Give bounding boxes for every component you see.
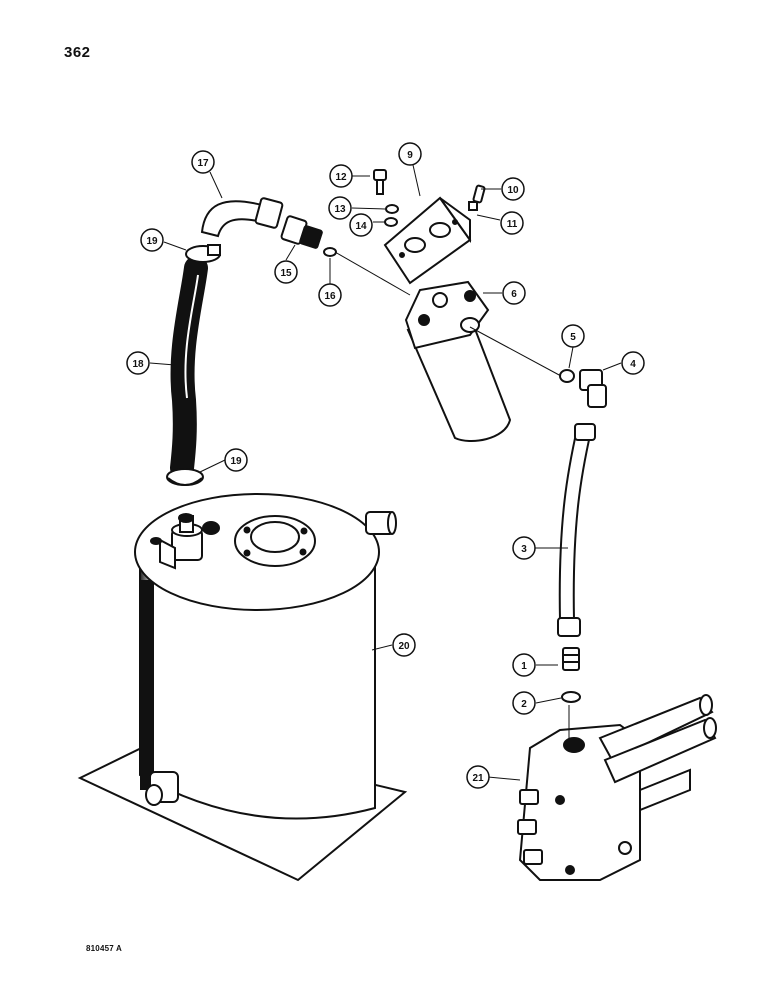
hose-clamp-upper bbox=[185, 244, 221, 263]
callout-9: 9 bbox=[398, 142, 422, 166]
tank-side-fitting bbox=[365, 511, 397, 535]
svg-text:17: 17 bbox=[197, 158, 209, 169]
elbow-pipe bbox=[200, 197, 284, 238]
filter-assembly bbox=[404, 280, 512, 442]
nut-11 bbox=[468, 201, 478, 211]
callout-6: 6 bbox=[502, 281, 526, 305]
callout-18: 18 bbox=[126, 351, 150, 375]
callout-21: 21 bbox=[466, 765, 490, 789]
reservoir-tank bbox=[77, 493, 408, 882]
svg-text:1: 1 bbox=[521, 661, 527, 672]
svg-text:18: 18 bbox=[132, 359, 144, 370]
callout-3: 3 bbox=[512, 536, 536, 560]
callout-1: 1 bbox=[512, 653, 536, 677]
washer-14 bbox=[384, 217, 398, 227]
svg-text:16: 16 bbox=[324, 291, 336, 302]
tank-outlet-fitting bbox=[145, 771, 179, 806]
svg-text:12: 12 bbox=[335, 172, 347, 183]
callout-16: 16 bbox=[318, 283, 342, 307]
svg-text:9: 9 bbox=[407, 150, 413, 161]
callout-14: 14 bbox=[349, 213, 373, 237]
tank-vent bbox=[202, 521, 220, 535]
svg-text:10: 10 bbox=[507, 185, 519, 196]
svg-text:21: 21 bbox=[472, 773, 484, 784]
svg-text:15: 15 bbox=[280, 268, 292, 279]
callout-19-lower: 19 bbox=[224, 448, 248, 472]
callout-2: 2 bbox=[512, 691, 536, 715]
callout-5: 5 bbox=[561, 324, 585, 348]
page-number: 362 bbox=[64, 44, 91, 61]
tank-filler-cap bbox=[234, 515, 316, 567]
svg-text:19: 19 bbox=[146, 236, 158, 247]
filter-bracket bbox=[383, 196, 472, 285]
hydraulic-tube bbox=[557, 423, 596, 637]
callout-4: 4 bbox=[621, 351, 645, 375]
callout-13: 13 bbox=[328, 196, 352, 220]
adapter-fitting bbox=[280, 215, 323, 249]
elbow-fitting-4 bbox=[579, 369, 607, 408]
washer-13 bbox=[385, 204, 399, 214]
svg-text:11: 11 bbox=[507, 219, 518, 230]
o-ring-5 bbox=[559, 369, 575, 383]
leader-lines bbox=[149, 164, 622, 781]
svg-text:19: 19 bbox=[230, 456, 242, 467]
callout-10: 10 bbox=[501, 177, 525, 201]
svg-text:6: 6 bbox=[511, 289, 517, 300]
svg-text:2: 2 bbox=[521, 699, 527, 710]
connector-fitting-1 bbox=[562, 647, 580, 671]
control-valve bbox=[517, 694, 717, 881]
o-ring-16 bbox=[323, 247, 337, 257]
bolt-10 bbox=[472, 184, 486, 204]
drawing-code: 810457 A bbox=[86, 944, 122, 953]
svg-text:4: 4 bbox=[630, 359, 636, 370]
callout-12: 12 bbox=[329, 164, 353, 188]
hose-clamp-lower bbox=[166, 468, 204, 486]
callout-11: 11 bbox=[500, 211, 524, 235]
callout-19-upper: 19 bbox=[140, 228, 164, 252]
svg-text:20: 20 bbox=[398, 641, 410, 652]
tank-return-port bbox=[150, 513, 203, 570]
svg-text:13: 13 bbox=[334, 204, 346, 215]
callout-20: 20 bbox=[392, 633, 416, 657]
o-ring-2 bbox=[561, 691, 581, 703]
bolt-12 bbox=[373, 169, 387, 195]
callout-15: 15 bbox=[274, 260, 298, 284]
callout-17: 17 bbox=[191, 150, 215, 174]
suction-hose bbox=[170, 256, 208, 480]
svg-text:3: 3 bbox=[521, 544, 527, 555]
svg-text:14: 14 bbox=[355, 221, 367, 232]
svg-text:5: 5 bbox=[570, 332, 576, 343]
